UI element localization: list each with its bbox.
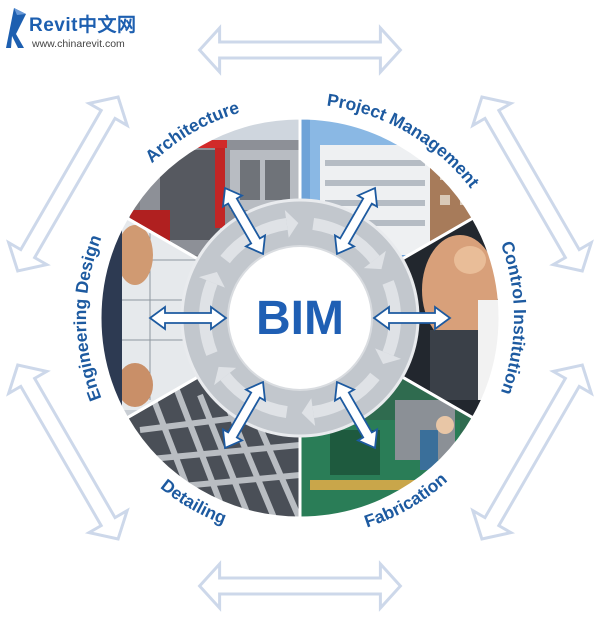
bim-center-label: BIM <box>256 292 344 345</box>
logo-title: Revit中文网 <box>29 15 137 36</box>
connector-arrow-engineering-design <box>148 305 228 331</box>
ring-center <box>227 245 373 391</box>
outer-cycle-arrow <box>470 95 594 273</box>
ring-cycle-arrowhead <box>301 398 316 426</box>
outer-cycle-arrow <box>470 363 594 541</box>
ring-cycle-arrowhead <box>284 210 299 238</box>
ring-cycle-arrowhead <box>214 366 237 386</box>
revit-logo-icon <box>6 8 26 48</box>
connector-arrow-fabrication <box>333 380 379 450</box>
segment-label-text-control-institution: Control Institution <box>497 238 530 397</box>
logo-url: www.chinarevit.com <box>32 38 125 50</box>
connector-arrow-detailing <box>221 380 267 450</box>
revit-logo: Revit中文网 www.chinarevit.com <box>2 4 162 54</box>
outer-cycle-arrows <box>6 24 594 612</box>
ring-cycle-arrowhead <box>363 250 386 270</box>
segment-label-control-institution: Control Institution <box>497 238 530 397</box>
ring-cycle-arrowhead <box>375 348 402 365</box>
outer-cycle-arrow <box>197 560 403 612</box>
outer-cycle-arrow <box>6 95 130 273</box>
outer-cycle-arrow <box>6 363 130 541</box>
connector-arrow-architecture <box>221 186 267 256</box>
ring-cycle-arrowhead <box>198 271 225 288</box>
connector-arrow-control-institution <box>372 305 452 331</box>
outer-cycle-arrow <box>197 24 403 76</box>
connector-arrow-project-management <box>333 186 379 256</box>
connector-arrows <box>148 186 452 450</box>
